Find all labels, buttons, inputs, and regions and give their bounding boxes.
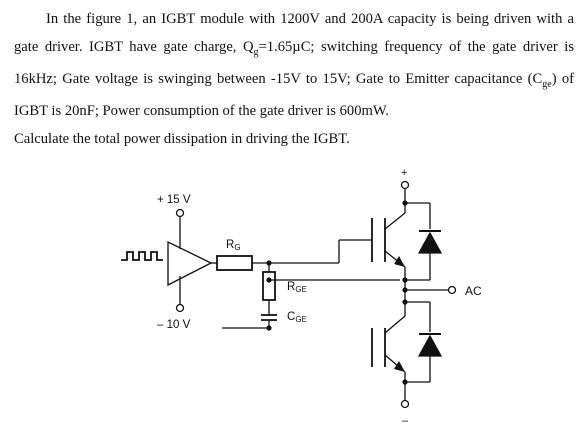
junction-dot: [402, 299, 408, 305]
junction-dot: [402, 379, 408, 385]
qg-value: =1.65µC; switching frequency of the gate…: [14, 38, 575, 87]
square-wave-icon: [121, 251, 163, 261]
junction-dot: [402, 200, 408, 206]
top-terminal-label: +: [401, 167, 407, 179]
vplus-terminal: [175, 208, 185, 218]
problem-tail: ) of IGBT is 20nF; Power consumption of …: [14, 70, 574, 120]
igbt-gate-driver-circuit: + 15 V – 10 V RG RGE CGE AC + –: [121, 167, 482, 427]
vminus-terminal: [175, 303, 185, 313]
problem-intro: In the figure 1, an IGBT module with 120…: [14, 11, 574, 55]
upper-emitter-arrow-icon: [394, 256, 405, 267]
vplus-label: + 15 V: [157, 194, 191, 206]
rge-resistor: [262, 271, 276, 301]
gate-driver-buffer: [167, 240, 213, 287]
junction-dot: [266, 260, 272, 266]
problem-question: Calculate the total power dissipation in…: [14, 130, 350, 147]
cge-label: CGE: [287, 311, 307, 324]
qg-subscript: g: [253, 46, 259, 58]
ac-label: AC: [465, 284, 482, 298]
junction-dot: [266, 277, 272, 283]
bottom-terminal-label: –: [402, 415, 409, 427]
cge-subscript: ge: [542, 78, 552, 90]
vminus-label: – 10 V: [157, 319, 191, 331]
ac-terminal: [447, 285, 457, 295]
junction-dot: [402, 287, 408, 293]
top-terminal: [400, 180, 410, 190]
problem-statement: In the figure 1, an IGBT module with 120…: [14, 6, 574, 153]
junction-dot: [266, 325, 272, 331]
rge-label: RGE: [287, 281, 307, 294]
problem-paragraph: In the figure 1, an IGBT module with 120…: [14, 6, 574, 126]
lower-diode-icon: [417, 334, 443, 357]
lower-emitter-arrow-icon: [394, 361, 405, 372]
upper-diode-icon: [417, 231, 443, 254]
rg-label: RG: [226, 239, 241, 252]
rg-resistor: [216, 255, 253, 271]
cge-symbol: C: [532, 70, 543, 87]
junction-dot: [402, 277, 408, 283]
bottom-terminal: [400, 399, 410, 409]
qg-symbol: Q: [242, 38, 254, 55]
